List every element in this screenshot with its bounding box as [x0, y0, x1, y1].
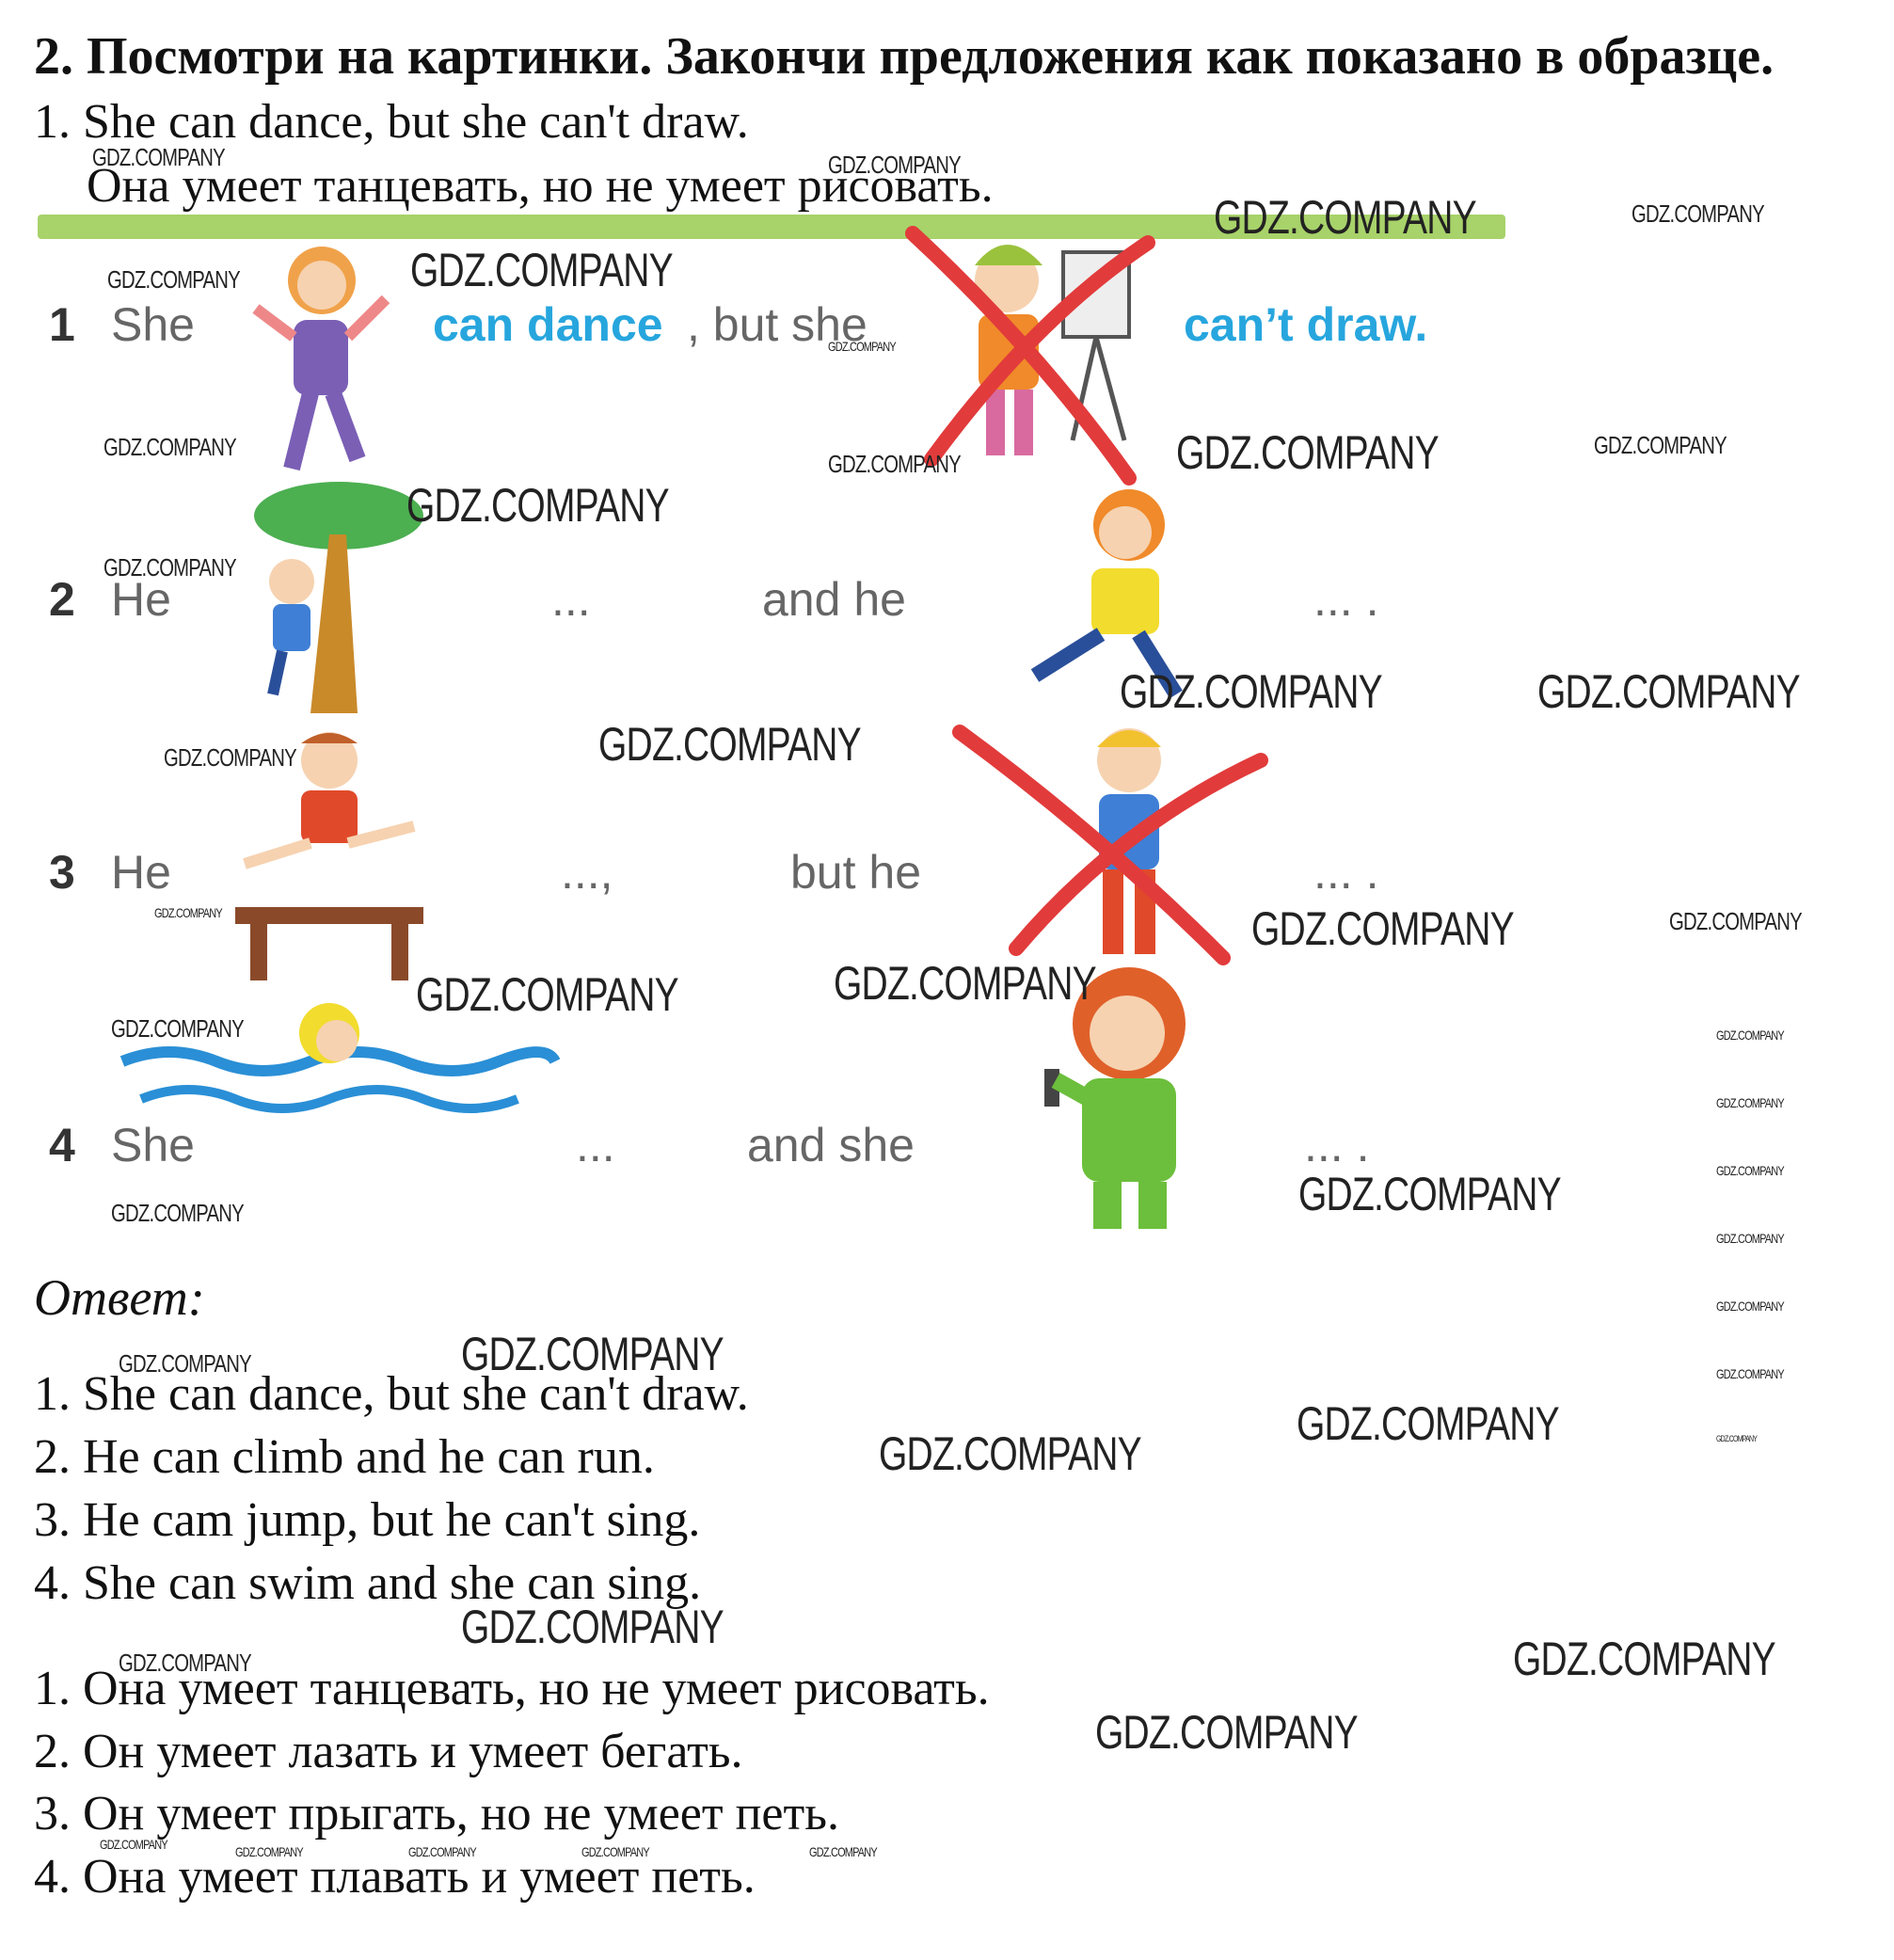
watermark: GDZ.COMPANY — [119, 1649, 252, 1677]
watermark: GDZ.COMPANY — [1513, 1633, 1776, 1685]
row-3-number: 3 — [49, 846, 75, 899]
row-1-subject: She — [111, 298, 195, 351]
watermark: GDZ.COMPANY — [1669, 907, 1803, 935]
row-1-part1: can dance — [433, 298, 663, 351]
singing-girl-picture — [1044, 967, 1186, 1229]
watermark: GDZ.COMPANY — [581, 1844, 650, 1859]
running-boy-picture — [1030, 489, 1183, 699]
row-2-part2: ... . — [1313, 573, 1379, 626]
watermark: GDZ.COMPANY — [461, 1328, 724, 1380]
watermark: GDZ.COMPANY — [1716, 1231, 1785, 1246]
watermark: GDZ.COMPANY — [1716, 1028, 1785, 1043]
watermark: GDZ.COMPANY — [1095, 1706, 1359, 1759]
answer-en-2: 2. He can climb and he can run. — [34, 1430, 655, 1484]
example-russian: Она умеет танцевать, но не умеет рисоват… — [87, 159, 994, 213]
watermark: GDZ.COMPANY — [1716, 1434, 1758, 1443]
watermark: GDZ.COMPANY — [1214, 191, 1477, 244]
answer-en-3: 3. He cam jump, but he can't sing. — [34, 1493, 701, 1547]
task-title: 2. Посмотри на картинки. Закончи предлож… — [34, 27, 1775, 86]
climbing-boy-picture — [254, 482, 423, 713]
answer-ru-1: 1. Она умеет танцевать, но не умеет рисо… — [34, 1662, 990, 1715]
swimming-girl-picture — [119, 1003, 561, 1113]
singing-boy-picture — [1097, 728, 1161, 954]
watermark: GDZ.COMPANY — [107, 265, 241, 294]
row-4-part2: ... . — [1304, 1119, 1370, 1171]
watermark: GDZ.COMPANY — [119, 1349, 252, 1378]
row-1-number: 1 — [49, 298, 75, 351]
row-4-conj: and she — [747, 1119, 915, 1171]
dancing-girl-picture — [252, 247, 390, 471]
watermark: GDZ.COMPANY — [1716, 1095, 1785, 1110]
watermark: GDZ.COMPANY — [406, 479, 670, 532]
watermark: GDZ.COMPANY — [111, 1014, 245, 1043]
watermark: GDZ.COMPANY — [111, 1199, 245, 1227]
watermark: GDZ.COMPANY — [164, 743, 297, 772]
watermark: GDZ.COMPANY — [1251, 902, 1515, 955]
answer-en-4: 4. She can swim and she can sing. — [34, 1556, 702, 1610]
row-1-part2: can’t draw. — [1184, 298, 1428, 351]
watermark: GDZ.COMPANY — [879, 1427, 1142, 1480]
watermark: GDZ.COMPANY — [416, 968, 679, 1021]
row-4-subject: She — [111, 1119, 195, 1171]
watermark: GDZ.COMPANY — [408, 1844, 477, 1859]
watermark: GDZ.COMPANY — [154, 905, 223, 920]
watermark: GDZ.COMPANY — [461, 1601, 724, 1653]
answer-ru-4: 4. Она умеет плавать и умеет петь. — [34, 1850, 756, 1904]
watermark: GDZ.COMPANY — [1716, 1366, 1785, 1381]
row-4-number: 4 — [49, 1119, 75, 1171]
watermark: GDZ.COMPANY — [809, 1844, 878, 1859]
row-1-conj: , but she — [687, 298, 867, 351]
answer-label: Ответ: — [34, 1269, 205, 1326]
row-3-subject: He — [111, 846, 171, 899]
watermark: GDZ.COMPANY — [235, 1844, 304, 1859]
watermark: GDZ.COMPANY — [1120, 665, 1383, 718]
watermark: GDZ.COMPANY — [103, 433, 237, 461]
row-3-part1: ..., — [561, 846, 613, 899]
answer-ru-3: 3. Он умеет прыгать, но не умеет петь. — [34, 1787, 839, 1840]
row-2-part1: ... — [551, 573, 591, 626]
watermark: GDZ.COMPANY — [828, 339, 897, 354]
row-3-part2: ... . — [1313, 846, 1379, 899]
cross-mark-1 — [905, 226, 1155, 486]
watermark: GDZ.COMPANY — [1631, 199, 1765, 228]
watermark: GDZ.COMPANY — [1537, 665, 1801, 718]
watermark: GDZ.COMPANY — [1297, 1397, 1560, 1450]
watermark: GDZ.COMPANY — [1716, 1163, 1785, 1178]
row-2-subject: He — [111, 573, 171, 626]
row-2-number: 2 — [49, 573, 75, 626]
watermark: GDZ.COMPANY — [1716, 1299, 1785, 1314]
watermark: GDZ.COMPANY — [1298, 1168, 1562, 1220]
watermark: GDZ.COMPANY — [834, 957, 1097, 1010]
cross-mark-2 — [952, 725, 1268, 965]
watermark: GDZ.COMPANY — [100, 1837, 168, 1852]
watermark: GDZ.COMPANY — [92, 143, 226, 171]
row-2-conj: and he — [762, 573, 906, 626]
watermark: GDZ.COMPANY — [828, 450, 962, 478]
watermark: GDZ.COMPANY — [1594, 431, 1727, 459]
watermark: GDZ.COMPANY — [103, 553, 237, 582]
answer-en-1: 1. She can dance, but she can't draw. — [34, 1367, 749, 1421]
watermark: GDZ.COMPANY — [1176, 426, 1440, 479]
jumping-boy-picture — [235, 732, 423, 980]
watermark: GDZ.COMPANY — [828, 151, 962, 179]
example-english: 1. She can dance, but she can't draw. — [34, 95, 749, 149]
answer-ru-2: 2. Он умеет лазать и умеет бегать. — [34, 1725, 743, 1778]
watermark: GDZ.COMPANY — [598, 718, 862, 771]
green-header-bar — [38, 215, 1505, 239]
watermark: GDZ.COMPANY — [410, 244, 674, 296]
row-3-conj: but he — [790, 846, 922, 899]
exercise-image: 1 She can dance , but she can’t draw. 2 … — [38, 215, 1505, 1231]
row-4-part1: ... — [576, 1119, 615, 1171]
